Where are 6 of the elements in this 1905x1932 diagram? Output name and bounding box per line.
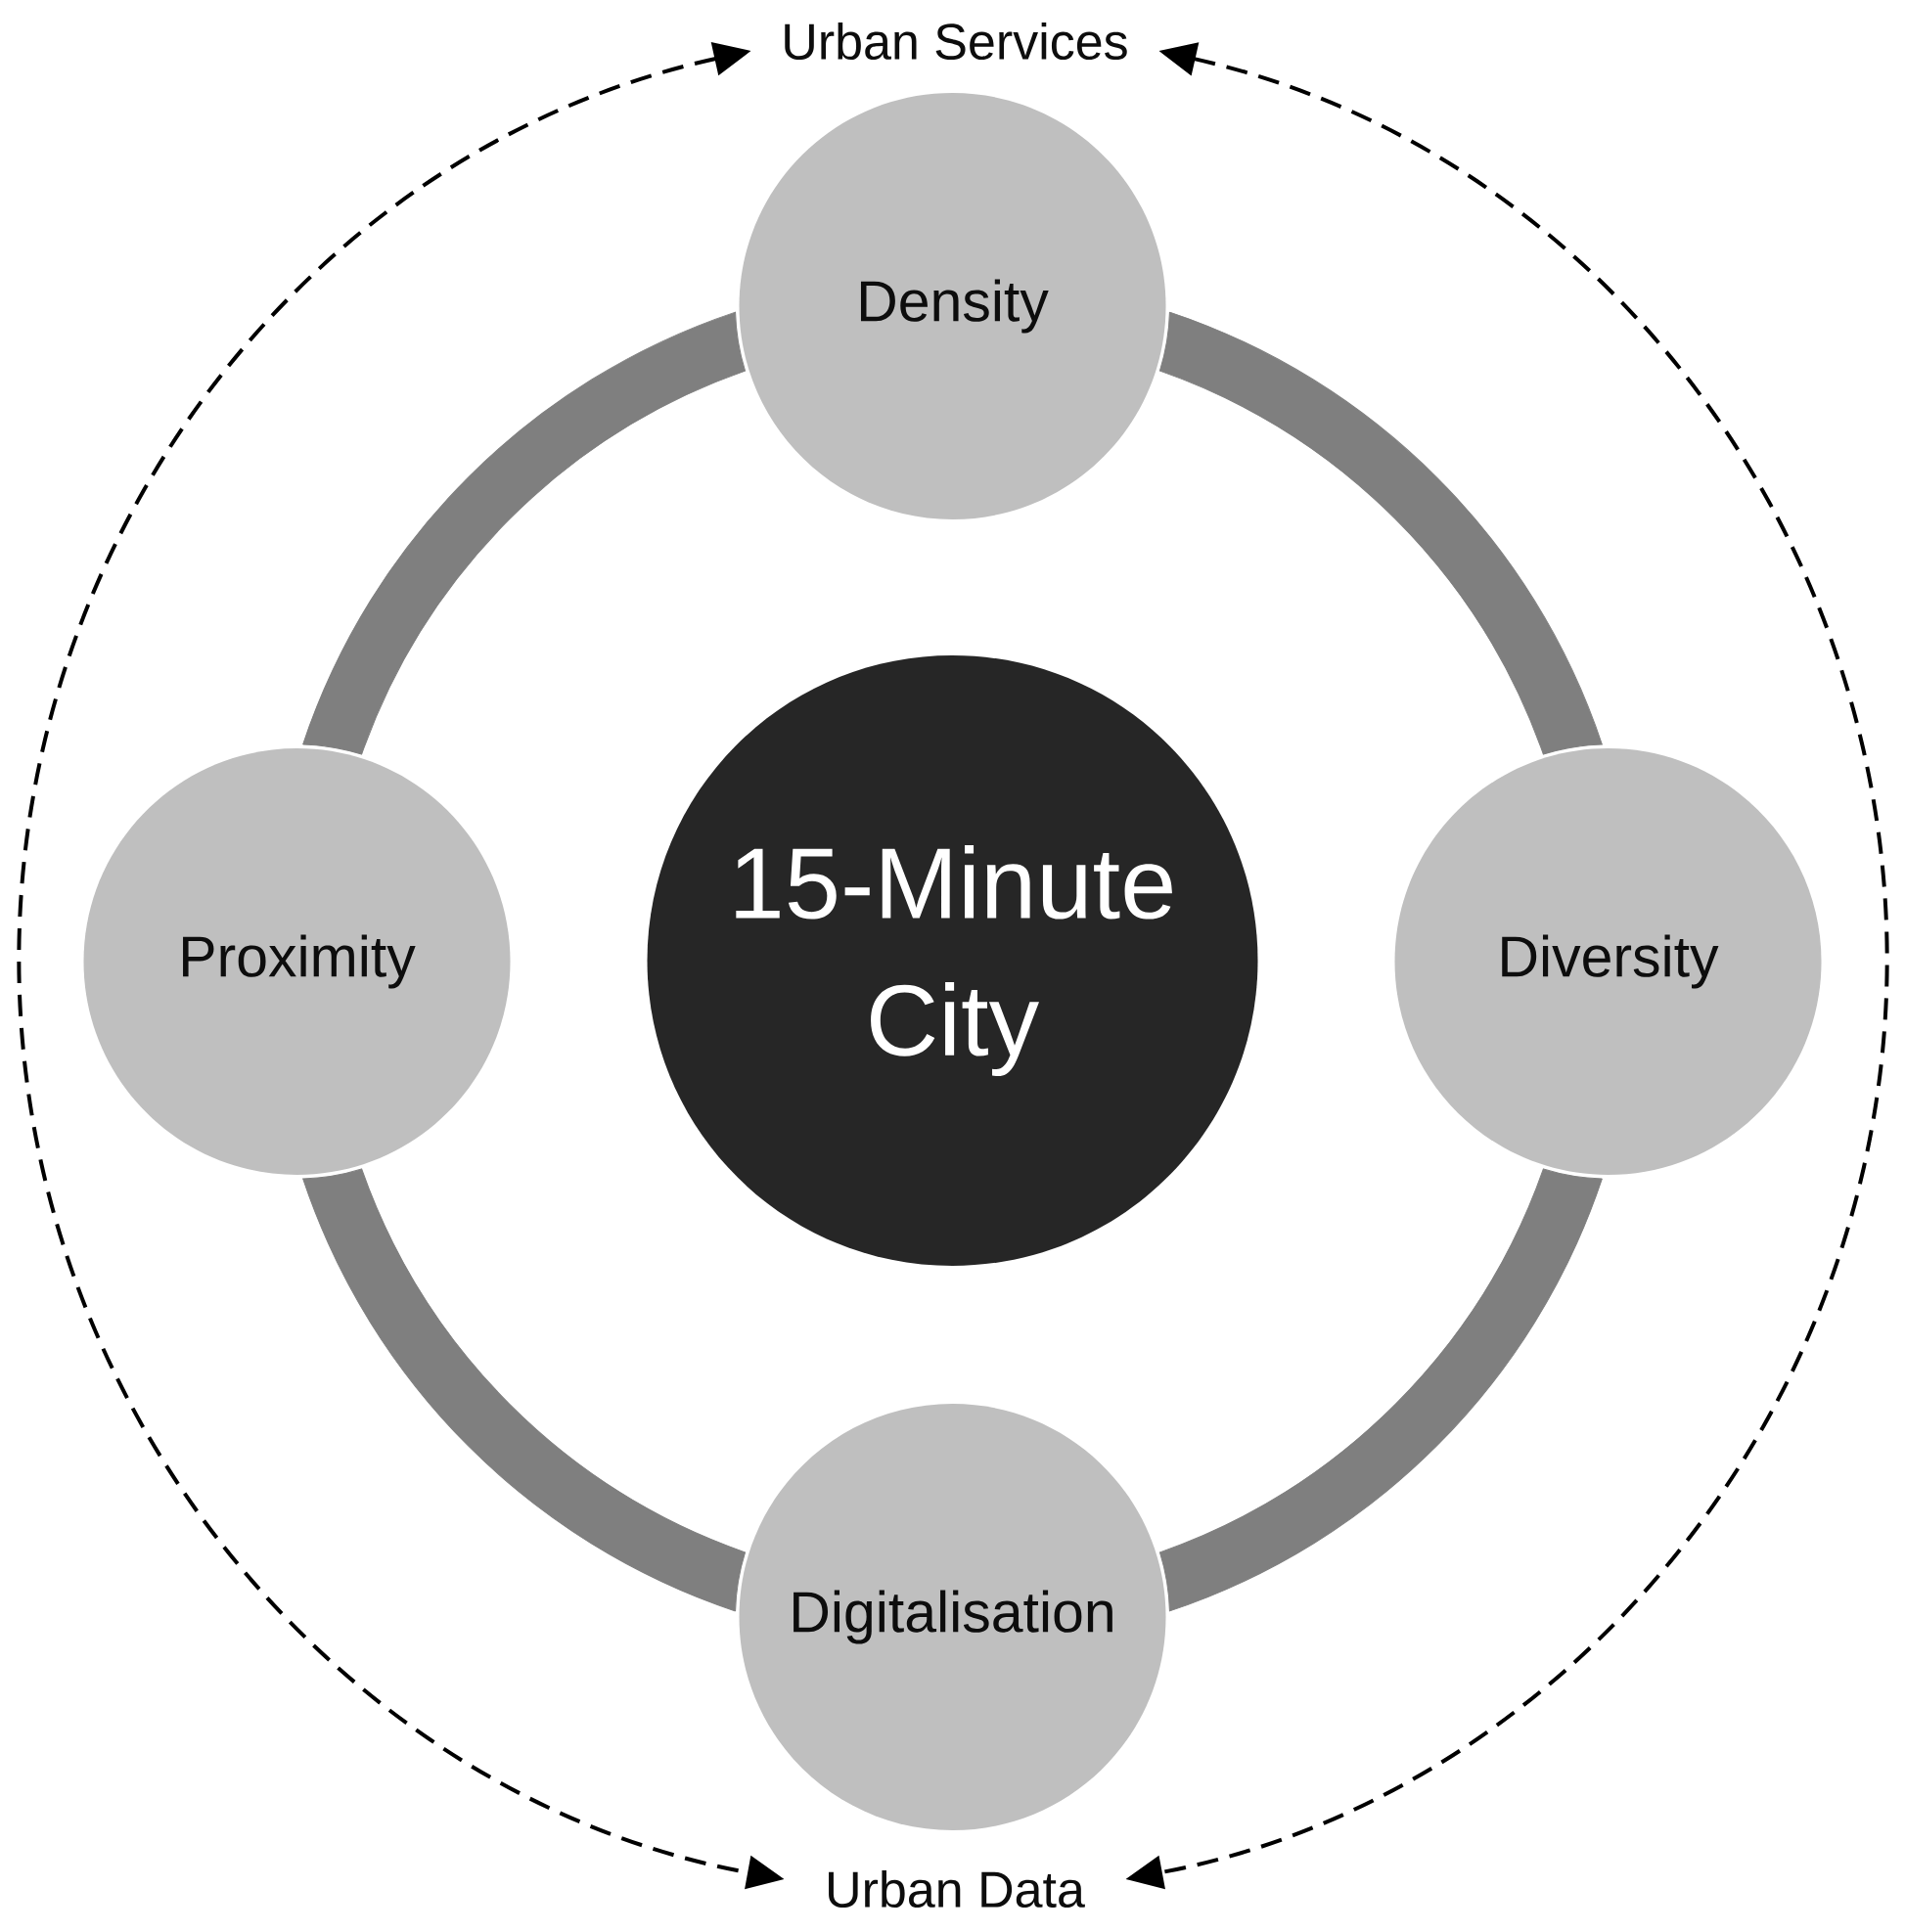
ring-segment bbox=[1158, 311, 1603, 755]
ring-segment bbox=[302, 311, 747, 755]
ring-segment bbox=[1158, 1168, 1603, 1612]
outer-label: Urban Services bbox=[785, 22, 1127, 61]
outer-label: Urban Data bbox=[829, 1869, 1085, 1909]
ring-segment bbox=[302, 1168, 747, 1612]
